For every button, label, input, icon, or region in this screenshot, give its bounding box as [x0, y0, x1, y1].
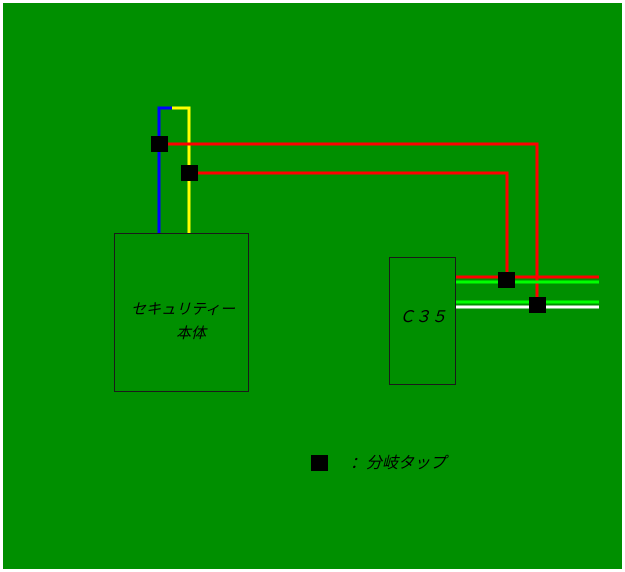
c35-label: Ｃ３５ [399, 307, 447, 326]
branch-tap-4 [529, 297, 546, 313]
security-unit-outline [114, 233, 249, 392]
security-unit-box: セキュリティー 本体 [114, 233, 249, 392]
legend-text: ：分岐タップ [350, 453, 449, 472]
legend-tap-symbol [311, 455, 328, 471]
legend: ：分岐タップ [311, 453, 449, 472]
c35-outline [389, 257, 456, 385]
security-unit-label-line1: セキュリティー [131, 300, 236, 318]
branch-tap-1 [151, 136, 168, 152]
c35-box: Ｃ３５ [389, 257, 456, 385]
red-wire-upper [160, 142, 539, 305]
red-wire-lower [190, 171, 509, 280]
yellow-wire [172, 106, 191, 233]
diagram-background [3, 3, 622, 569]
branch-tap-2 [181, 165, 198, 181]
branch-tap-3 [498, 272, 515, 288]
blue-wire [157, 106, 172, 233]
security-unit-label-line2: 本体 [176, 324, 208, 342]
